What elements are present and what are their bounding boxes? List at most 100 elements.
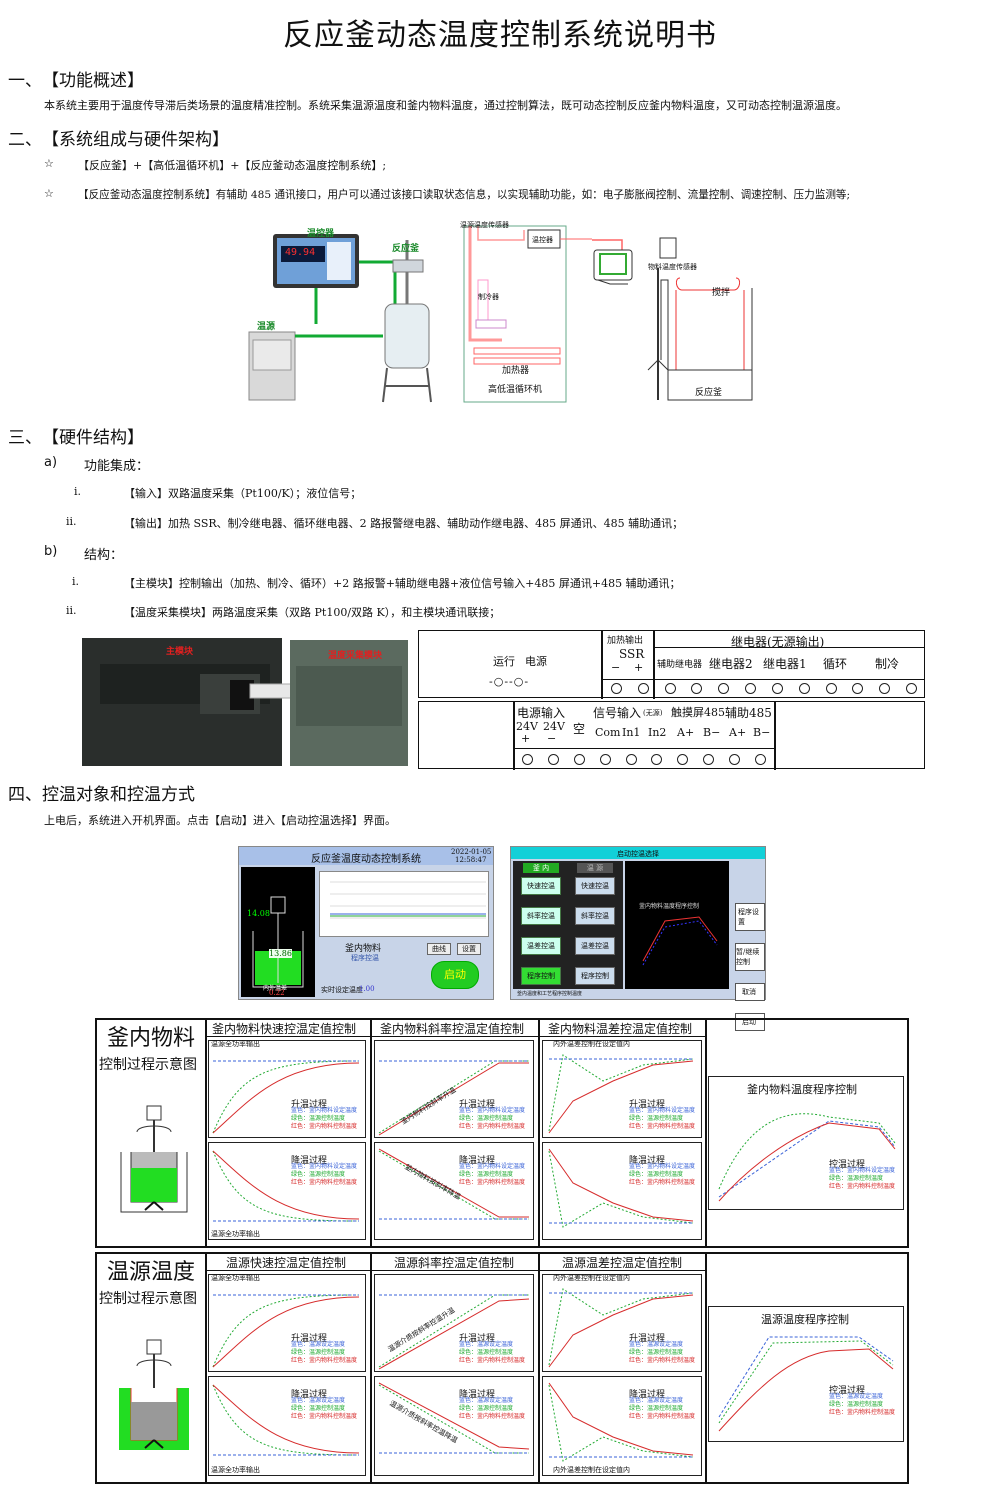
p2-diff-up-note: 内外温差控制在设定值内 [553,1274,630,1282]
start-select-screen: 启动控温选择 釜 内 温 源 快速控温 斜率控温 温差控温 程序控制 快速控温 … [510,846,766,1031]
p2-diff-down-label: 降温过程 [629,1390,666,1400]
item-a-i-marker: i. [74,485,82,498]
signal-note: (无源) [643,709,663,717]
realtime-set-value: 1.00 [359,985,375,993]
panel1-col3: 釜内物料温差控温定值控制 [548,1022,693,1036]
p1-fast-down-legend-blue: 蓝色：釜内物料设定温度 [291,1163,358,1170]
com-label: Com [595,726,621,739]
p2-fast-down-legend-red: 红色：釜内物料控制温度 [291,1413,358,1420]
p1-diff-up-label: 升温过程 [629,1100,666,1110]
p2-slope-up-legend-red: 红色：釜内物料控制温度 [459,1357,526,1364]
item-a-ii-text: 【输出】加热 SSR、制冷继电器、循环继电器、2 路报警继电器、辅助动作继电器、… [124,517,684,530]
section-2-line1: 【反应釜】+【高低温循环机】+【反应釜动态温度控制系统】; [78,159,387,172]
settings-button[interactable]: 设置 [457,943,481,955]
label-material-sensor: 物料温度传感器 [648,263,697,271]
touch-a-label: A+ [677,726,695,739]
material-label: 釜内物料 [345,944,382,954]
src-fast-button[interactable]: 快速控温 [575,877,615,895]
item-b-i-marker: i. [72,575,80,588]
item-b-title: 结构： [84,548,124,563]
label-reactor: 反应釜 [392,244,420,254]
p2-diff-down-graph: 降温过程 蓝色：温源设定温度绿色：温源控制温度红色：釜内物料控制温度 内外温差控… [542,1376,702,1476]
v24-plus-sign: + [521,732,531,745]
p2-fast-top-note: 温源全功率输出 [211,1274,260,1282]
p2-program-title: 温源温度程序控制 [761,1313,849,1326]
heat-out-label: 加热输出 [607,636,644,646]
mat-diff-button[interactable]: 温差控温 [521,937,561,955]
panel2-subtitle: 控制过程示意图 [99,1291,197,1307]
item-a-marker: a) [44,455,58,470]
p1-fast-up-legend-red: 红色：釜内物料控制温度 [291,1123,358,1130]
p1-diff-up-legend-red: 红色：釜内物料控制温度 [629,1123,696,1130]
ssr-minus: − [611,661,621,674]
p2-slope-up-legend-green: 绿色：温源控制温度 [459,1349,514,1356]
p1-diff-up-graph: 内外温差控制在设定值内 升温过程 蓝色：釜内物料设定温度绿色：温源控制温度红色：… [542,1040,702,1138]
section-4-heading: 控温对象和控温方式 [42,785,195,805]
ssr-plus: + [634,661,644,674]
p1-fast-up-legend-blue: 蓝色：釜内物料设定温度 [291,1107,358,1114]
tank-panel: 14.08 13.86 内外温差 0.22 [241,867,315,997]
curve-button[interactable]: 曲线 [427,943,451,955]
src-program-button[interactable]: 程序控制 [575,967,615,985]
star-bullet: ☆ [44,187,54,200]
p2-slope-down-label: 降温过程 [459,1390,496,1400]
system-schematic: 温源温度传感器 温控器 物料温度传感器 制冷器 加热器 高低温循环机 搅拌 反应… [460,220,764,406]
src-slope-button[interactable]: 斜率控温 [575,907,615,925]
panel1-tank-icon [111,1102,189,1222]
main-screen-title: 反应釜温度动态控制系统 [311,854,421,865]
label-source-sensor: 温源温度传感器 [460,221,509,229]
star-bullet: ☆ [44,157,54,170]
p2-fast-down-graph: 降温过程 蓝色：温源设定温度绿色：温源控制温度红色：釜内物料控制温度 温源全功率… [208,1376,366,1476]
p2-program-legend-green: 绿色：温源控制温度 [829,1401,884,1408]
terminal-row-2: 电源输入 24V + 24V − 空 信号输入 (无源) Com In1 In2… [418,701,925,770]
section-2-line2: 【反应釜动态温度控制系统】有辅助 485 通讯接口，用户可以通过该接口读取状态信… [78,189,851,201]
label-reactor-tank: 反应釜 [695,388,723,398]
cycle-relay-label: 循环 [823,657,848,671]
section-1-number: 一、 [8,71,42,91]
pause-resume-button[interactable]: 暂/继续控制 [735,943,765,971]
p1-program-legend-blue: 蓝色：釜内物料设定温度 [829,1167,896,1174]
realtime-set-label: 实时设定温度 [321,986,363,994]
section-2-number: 二、 [8,130,42,150]
aux-b-label: B− [753,726,771,739]
start-button[interactable]: 启动 [431,961,479,989]
label-controller: 温控器 [307,229,335,239]
p1-slope-down-legend-blue: 蓝色：釜内物料设定温度 [459,1163,526,1170]
empty-terminal-label: 空 [573,722,586,736]
section-3-heading: 【硬件结构】 [42,428,144,448]
p2-fast-down-legend-blue: 蓝色：温源设定温度 [291,1397,346,1404]
panel2-col1: 温源快速控温定值控制 [226,1256,347,1270]
p2-program-legend-red: 红色：釜内物料控制温度 [829,1409,896,1416]
source-control-panel: 温源温度 控制过程示意图 [95,1252,909,1484]
src-diff-button[interactable]: 温差控温 [575,937,615,955]
aux-relay-label: 辅助继电器 [657,660,703,670]
relay1-label: 继电器1 [763,657,807,671]
module-photo: 主模块 温度采集模块 [80,634,414,772]
item-b-ii-marker: ii. [66,604,77,617]
program-settings-button[interactable]: 程序设置 [735,903,765,931]
p2-slope-down-legend-blue: 蓝色：温源设定温度 [459,1397,514,1404]
p2-diff-down-note: 内外温差控制在设定值内 [553,1466,630,1474]
mat-program-button[interactable]: 程序控制 [521,967,561,985]
p1-slope-up-legend-blue: 蓝色：釜内物料设定温度 [459,1107,526,1114]
cancel-button[interactable]: 取消 [735,983,765,1001]
p2-diff-up-legend-red: 红色：釜内物料控制温度 [629,1357,696,1364]
relay2-label: 继电器2 [709,657,753,671]
tab-material[interactable]: 釜 内 [523,863,559,873]
material-option-list: 快速控温 斜率控温 温差控温 程序控制 [521,877,561,985]
v24-minus-sign: − [547,732,557,745]
temp-diff-display: 0.22 [269,989,285,997]
tab-source[interactable]: 温 源 [577,863,613,873]
mat-fast-button[interactable]: 快速控温 [521,877,561,895]
side-button-list: 程序设置 暂/继续控制 取消 启动 [735,903,765,1031]
mat-slope-button[interactable]: 斜率控温 [521,907,561,925]
panel1-col2: 釜内物料斜率控温定值控制 [380,1022,525,1036]
p2-slope-down-legend-red: 红色：釜内物料控制温度 [459,1413,526,1420]
p2-diff-up-legend-green: 绿色：温源控制温度 [629,1349,684,1356]
p1-slope-down-label: 降温过程 [459,1156,496,1166]
section-4-number: 四、 [8,785,42,805]
terminal-screws-row1 [603,683,925,694]
p1-diff-down-label: 降温过程 [629,1156,666,1166]
main-screen-date: 2022-01-05 [451,848,492,856]
launch-button[interactable]: 启动 [735,1013,765,1031]
